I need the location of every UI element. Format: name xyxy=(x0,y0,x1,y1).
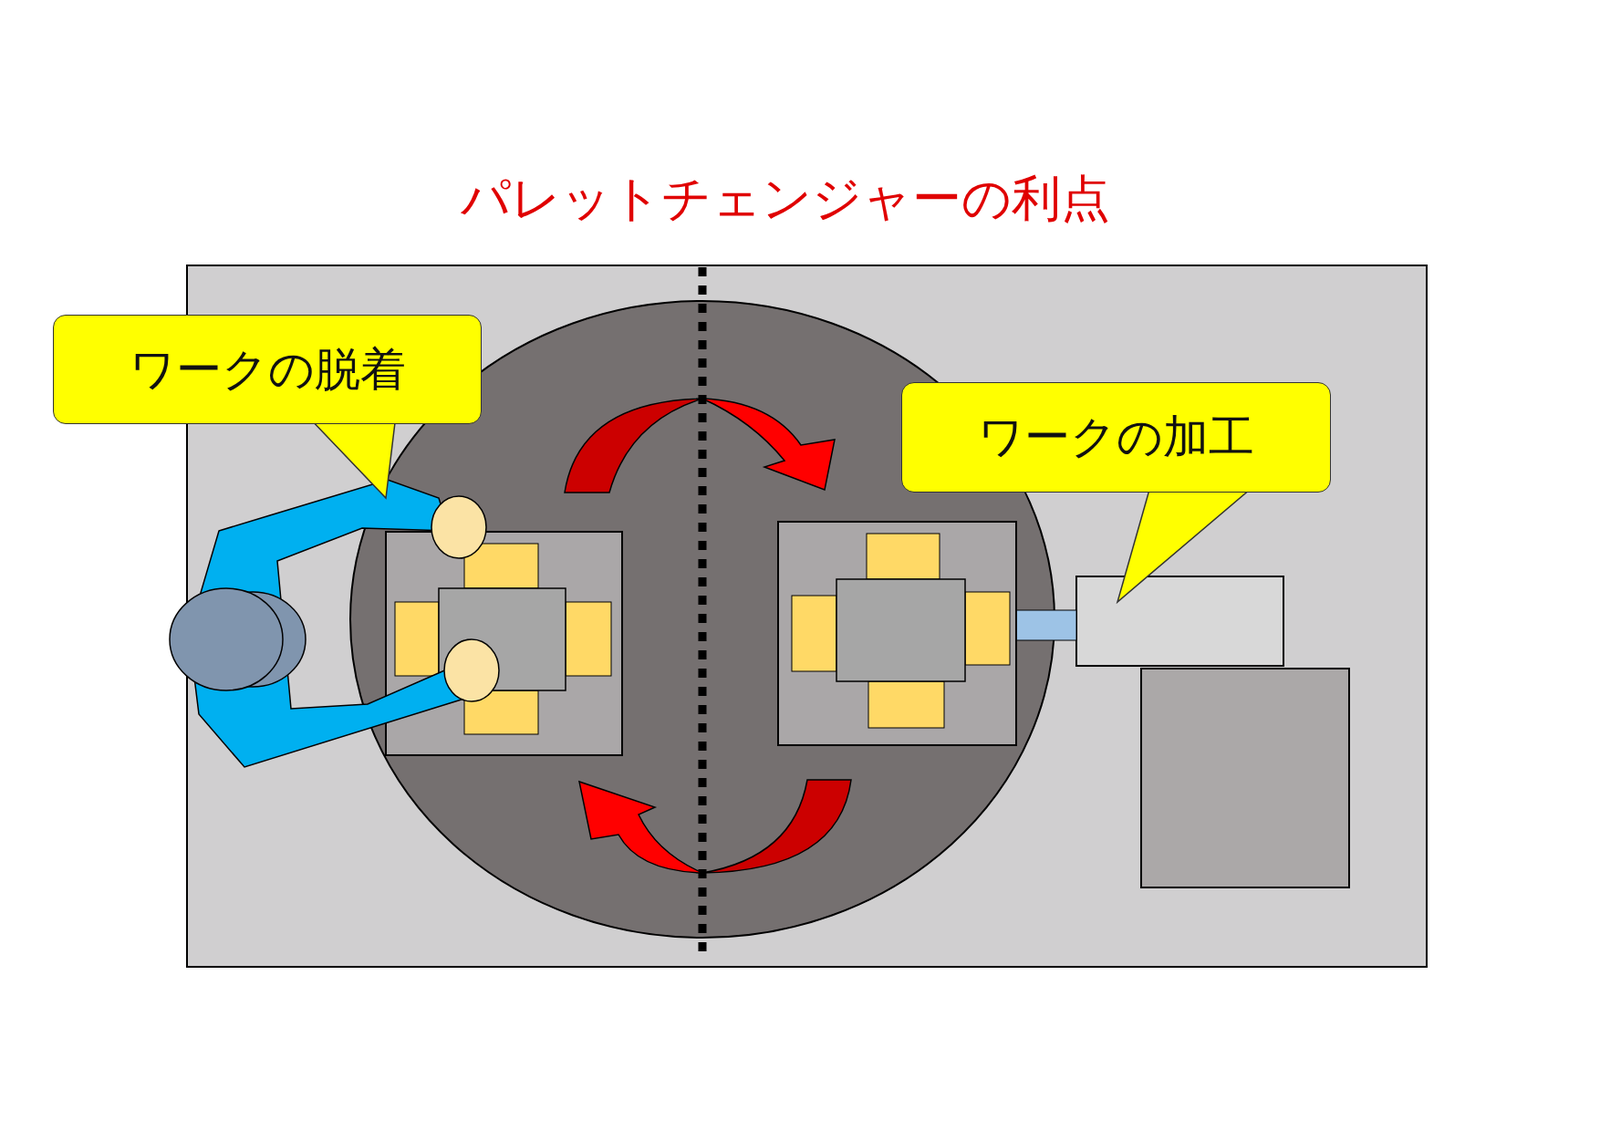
operator-hand xyxy=(444,639,499,702)
clamp xyxy=(394,602,439,676)
divider-line xyxy=(698,267,707,957)
operator-hand xyxy=(431,496,487,559)
callout-box: ワークの加工 xyxy=(901,382,1331,493)
rotation-arrow xyxy=(564,398,703,493)
spindle-head xyxy=(1076,576,1284,666)
clamp xyxy=(868,681,945,728)
callout-tail xyxy=(306,415,396,499)
clamp xyxy=(791,595,837,672)
pallet xyxy=(385,531,623,756)
pallet xyxy=(778,521,1017,746)
rotation-arrow xyxy=(702,779,852,873)
clamp xyxy=(866,533,940,580)
callout-text: ワークの脱着 xyxy=(129,339,406,401)
clamp xyxy=(965,592,1010,665)
clamp xyxy=(565,602,612,676)
operator-head xyxy=(169,588,283,691)
spindle-tool xyxy=(1009,610,1077,641)
workpiece xyxy=(836,579,966,682)
rotation-arrow xyxy=(579,781,703,873)
callout-text: ワークの加工 xyxy=(977,406,1255,468)
title: パレットチェンジャーの利点 xyxy=(460,166,1111,233)
machine-body xyxy=(1141,668,1350,888)
callout-tail xyxy=(1117,483,1258,603)
rotation-arrow xyxy=(702,398,835,490)
callout-box: ワークの脱着 xyxy=(52,314,482,425)
